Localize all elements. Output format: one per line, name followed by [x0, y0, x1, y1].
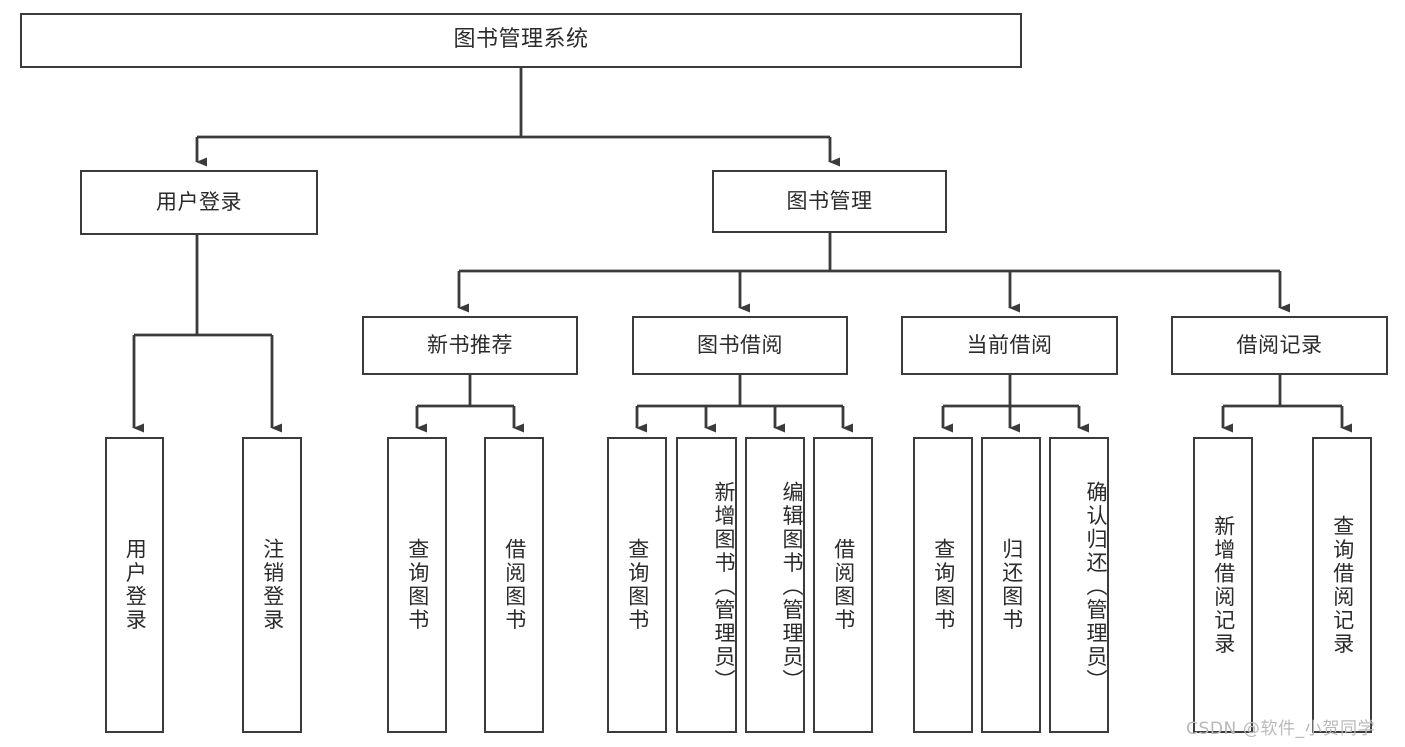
leaf-add-record[interactable]: 新增借阅记录 [1193, 437, 1253, 733]
leaf-borrow-book-2[interactable]: 借阅图书 [813, 437, 873, 733]
leaf-return-book[interactable]: 归还图书 [981, 437, 1041, 733]
node-borrow-record[interactable]: 借阅记录 [1171, 316, 1388, 375]
leaf-query-record[interactable]: 查询借阅记录 [1312, 437, 1372, 733]
leaf-borrow-book-1[interactable]: 借阅图书 [484, 437, 544, 733]
node-current-borrow[interactable]: 当前借阅 [901, 316, 1118, 375]
node-new-book-recommend[interactable]: 新书推荐 [362, 316, 578, 375]
watermark: CSDN @软件_小贺同学 [1186, 719, 1376, 739]
node-user-login[interactable]: 用户登录 [80, 170, 318, 235]
leaf-confirm-return[interactable]: 确认归还（管理员） [1049, 437, 1109, 733]
leaf-query-book-2[interactable]: 查询图书 [607, 437, 667, 733]
node-book-management[interactable]: 图书管理 [712, 170, 947, 233]
node-book-borrow[interactable]: 图书借阅 [632, 316, 848, 375]
leaf-user-login[interactable]: 用户登录 [105, 437, 164, 733]
leaf-query-book-3[interactable]: 查询图书 [913, 437, 973, 733]
leaf-user-logout[interactable]: 注销登录 [242, 437, 302, 733]
leaf-add-book[interactable]: 新增图书（管理员） [676, 437, 737, 733]
leaf-edit-book[interactable]: 编辑图书（管理员） [745, 437, 805, 733]
leaf-query-book-1[interactable]: 查询图书 [387, 437, 447, 733]
node-root-system[interactable]: 图书管理系统 [20, 13, 1022, 68]
